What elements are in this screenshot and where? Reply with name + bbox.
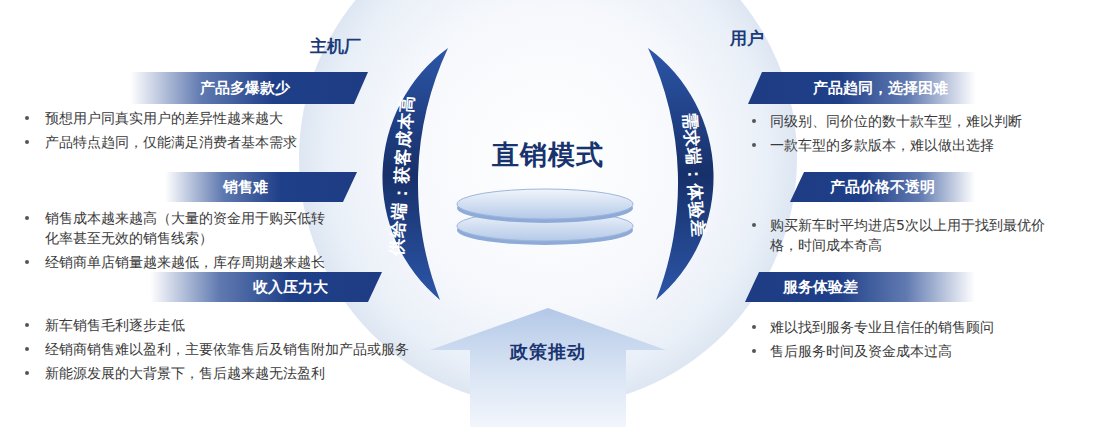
bullet-dot bbox=[752, 349, 756, 353]
banner-fill bbox=[748, 72, 976, 104]
bullet-dot bbox=[25, 140, 29, 144]
banner: 收入压力大 bbox=[150, 272, 382, 302]
bullet-text: 购买新车时平均进店5次以上用于找到最优价格，时间成本奇高 bbox=[770, 217, 1045, 253]
banner-heading: 收入压力大 bbox=[253, 272, 328, 302]
banner: 销售难 bbox=[165, 172, 357, 202]
bullet-item: 销售成本越来越高（大量的资金用于购买低转化率甚至无效的销售线索） bbox=[45, 208, 335, 248]
bullet-text: 经销商单店销量越来越低，库存周期越来越长 bbox=[45, 254, 325, 270]
bullet-dot bbox=[752, 325, 756, 329]
problem-group: 销售难销售成本越来越高（大量的资金用于购买低转化率甚至无效的销售线索） 经销商单店… bbox=[20, 172, 365, 268]
bullet-item: 新车销售毛利逐步走低 bbox=[45, 315, 465, 335]
problem-group: 服务体验差难以找到服务专业且信任的销售顾问售后服务时间及资金成本过高 bbox=[740, 272, 1085, 368]
side-label: 主机厂 bbox=[310, 35, 361, 58]
arc-band: 需求端：体验差 bbox=[645, 45, 717, 305]
bullet-list: 购买新车时平均进店5次以上用于找到最优价格，时间成本奇高 bbox=[770, 215, 1065, 259]
banner-fill bbox=[150, 272, 382, 302]
bullet-text: 产品特点趋同，仅能满足消费者基本需求 bbox=[45, 134, 297, 150]
center-title: 直销模式 bbox=[492, 137, 604, 173]
bullet-dot bbox=[752, 223, 756, 227]
bullet-dot bbox=[25, 347, 29, 351]
problem-group: 产品趋同，选择困难同级别、同价位的数十款车型，难以判断一款车型的多款版本，难以做… bbox=[740, 72, 1085, 168]
banner: 产品趋同，选择困难 bbox=[748, 72, 976, 104]
bullet-dot bbox=[752, 143, 756, 147]
bullet-item: 同级别、同价位的数十款车型，难以判断 bbox=[770, 111, 1097, 131]
banner-fill bbox=[745, 272, 975, 302]
problem-group: 产品多爆款少预想用户同真实用户的差异性越来越大产品特点趋同，仅能满足消费者基本需… bbox=[20, 72, 365, 168]
banner-heading: 产品趋同，选择困难 bbox=[813, 72, 948, 104]
bullet-dot bbox=[25, 371, 29, 375]
bullet-text: 销售成本越来越高（大量的资金用于购买低转化率甚至无效的销售线索） bbox=[45, 210, 325, 246]
bullet-text: 同级别、同价位的数十款车型，难以判断 bbox=[770, 113, 1022, 129]
bullet-dot bbox=[752, 119, 756, 123]
arrow-text: 政策推动 bbox=[510, 340, 586, 364]
bullet-item: 预想用户同真实用户的差异性越来越大 bbox=[45, 108, 375, 128]
banner-fill bbox=[790, 172, 975, 202]
banner-fill bbox=[130, 72, 368, 104]
arc-band: 供给端：获客成本高 bbox=[380, 45, 452, 305]
bullet-item: 难以找到服务专业且信任的销售顾问 bbox=[770, 317, 1097, 337]
arc-shape bbox=[645, 45, 717, 305]
bullet-item: 经销商销售难以盈利，主要依靠售后及销售附加产品或服务 bbox=[45, 339, 465, 359]
banner: 产品多爆款少 bbox=[130, 72, 368, 104]
banner-heading: 销售难 bbox=[223, 172, 268, 202]
banner-heading: 产品价格不透明 bbox=[830, 172, 935, 202]
banner-fill bbox=[165, 172, 357, 202]
arrow-shape bbox=[430, 308, 666, 427]
arc-fill bbox=[648, 48, 714, 300]
bullet-item: 经销商单店销量越来越低，库存周期越来越长 bbox=[45, 252, 335, 272]
bullet-item: 一款车型的多款版本，难以做出选择 bbox=[770, 135, 1097, 155]
banner-heading: 产品多爆款少 bbox=[200, 72, 290, 104]
bullet-dot bbox=[25, 260, 29, 264]
circle-fill bbox=[299, 0, 797, 407]
bullet-text: 预想用户同真实用户的差异性越来越大 bbox=[45, 110, 283, 126]
bullet-dot bbox=[25, 216, 29, 220]
bullet-text: 售后服务时间及资金成本过高 bbox=[770, 343, 952, 359]
banner: 产品价格不透明 bbox=[790, 172, 975, 202]
bullet-dot bbox=[25, 323, 29, 327]
bullet-list: 销售成本越来越高（大量的资金用于购买低转化率甚至无效的销售线索） 经销商单店销量越… bbox=[45, 208, 335, 276]
bullet-list: 难以找到服务专业且信任的销售顾问售后服务时间及资金成本过高 bbox=[770, 317, 1097, 365]
bullet-text: 新车销售毛利逐步走低 bbox=[45, 317, 185, 333]
bullet-item: 购买新车时平均进店5次以上用于找到最优价格，时间成本奇高 bbox=[770, 215, 1065, 255]
arrow-fill bbox=[430, 308, 666, 427]
bullet-text: 新能源发展的大背景下，售后越来越无法盈利 bbox=[45, 365, 325, 381]
bullet-list: 同级别、同价位的数十款车型，难以判断一款车型的多款版本，难以做出选择 bbox=[770, 111, 1097, 159]
problem-group: 收入压力大新车销售毛利逐步走低经销商销售难以盈利，主要依靠售后及销售附加产品或服… bbox=[20, 272, 460, 387]
bullet-text: 经销商销售难以盈利，主要依靠售后及销售附加产品或服务 bbox=[45, 341, 409, 357]
banner-shape bbox=[745, 272, 975, 302]
bullet-item: 售后服务时间及资金成本过高 bbox=[770, 341, 1097, 361]
policy-arrow: 政策推动 bbox=[430, 308, 666, 427]
bullet-text: 难以找到服务专业且信任的销售顾问 bbox=[770, 319, 994, 335]
problem-group: 产品价格不透明购买新车时平均进店5次以上用于找到最优价格，时间成本奇高 bbox=[740, 172, 1085, 268]
bullet-item: 新能源发展的大背景下，售后越来越无法盈利 bbox=[45, 363, 465, 383]
bullet-list: 预想用户同真实用户的差异性越来越大产品特点趋同，仅能满足消费者基本需求 bbox=[45, 108, 375, 156]
bullet-text: 一款车型的多款版本，难以做出选择 bbox=[770, 137, 994, 153]
banner: 服务体验差 bbox=[745, 272, 975, 302]
bullet-dot bbox=[25, 116, 29, 120]
side-label: 用户 bbox=[730, 27, 764, 50]
bullet-list: 新车销售毛利逐步走低经销商销售难以盈利，主要依靠售后及销售附加产品或服务新能源发… bbox=[45, 315, 465, 387]
banner-heading: 服务体验差 bbox=[783, 272, 858, 302]
bullet-item: 产品特点趋同，仅能满足消费者基本需求 bbox=[45, 132, 375, 152]
